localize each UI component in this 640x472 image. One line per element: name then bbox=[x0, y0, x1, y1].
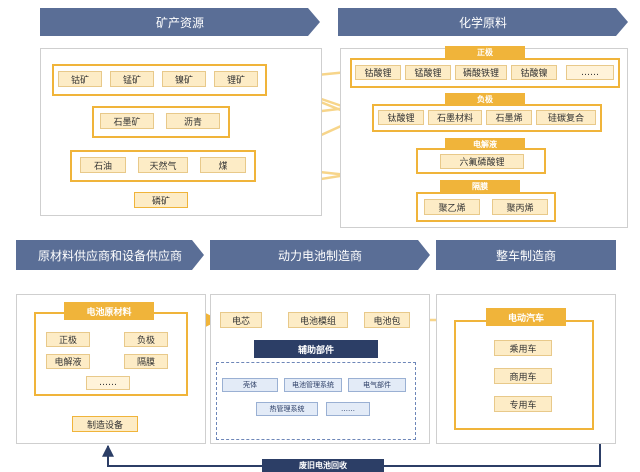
aux-group bbox=[216, 362, 416, 440]
anode-item: 硅碳复合 bbox=[536, 110, 596, 125]
separator-title: 隔膜 bbox=[440, 180, 520, 192]
separator-item: 聚丙烯 bbox=[492, 199, 548, 215]
header-vehicle: 整车制造商 bbox=[436, 240, 616, 270]
mineral-lithium: 锂矿 bbox=[214, 71, 258, 87]
anode-title: 负极 bbox=[445, 93, 525, 105]
mineral-nickel: 镍矿 bbox=[162, 71, 206, 87]
vehicle-item: 专用车 bbox=[494, 396, 552, 412]
material-item: 电解液 bbox=[46, 354, 90, 369]
aux-item: 电池管理系统 bbox=[284, 378, 342, 392]
anode-item: 石墨材料 bbox=[428, 110, 482, 125]
vehicle-item: 商用车 bbox=[494, 368, 552, 384]
header-chemical: 化学原料 bbox=[338, 8, 628, 36]
material-item: 隔膜 bbox=[124, 354, 168, 369]
aux-item: …… bbox=[326, 402, 370, 416]
material-item: 负极 bbox=[124, 332, 168, 347]
aux-item: 电气部件 bbox=[348, 378, 406, 392]
cathode-item: 钴酸锂 bbox=[355, 65, 401, 80]
anode-item: 钛酸锂 bbox=[378, 110, 424, 125]
equipment-box: 制造设备 bbox=[72, 416, 138, 432]
cathode-item: …… bbox=[566, 65, 614, 80]
mineral-oil: 石油 bbox=[80, 157, 126, 173]
separator-group bbox=[416, 192, 556, 222]
materials-title-label: 电池原材料 bbox=[64, 302, 154, 320]
header-supplier: 原材料供应商和设备供应商 bbox=[16, 240, 204, 270]
aux-item: 热管理系统 bbox=[256, 402, 318, 416]
mineral-manganese: 锰矿 bbox=[110, 71, 154, 87]
header-mineral: 矿产资源 bbox=[40, 8, 320, 36]
electrolyte-title: 电解液 bbox=[445, 138, 525, 150]
anode-item: 石墨烯 bbox=[486, 110, 532, 125]
module-box: 电池模组 bbox=[288, 312, 348, 328]
recycle-label: 废旧电池回收 bbox=[262, 459, 384, 472]
cell-box: 电芯 bbox=[220, 312, 262, 328]
cathode-title: 正极 bbox=[445, 46, 525, 58]
separator-item: 聚乙烯 bbox=[424, 199, 480, 215]
vehicle-title: 电动汽车 bbox=[486, 308, 566, 326]
header-battery: 动力电池制造商 bbox=[210, 240, 430, 270]
aux-title: 辅助部件 bbox=[254, 340, 378, 358]
pack-box: 电池包 bbox=[364, 312, 410, 328]
mineral-phosphate: 磷矿 bbox=[134, 192, 188, 208]
mineral-cobalt: 钴矿 bbox=[58, 71, 102, 87]
aux-item: 壳体 bbox=[222, 378, 278, 392]
cathode-item: 磷酸铁锂 bbox=[455, 65, 507, 80]
mineral-gas: 天然气 bbox=[138, 157, 188, 173]
mineral-graphite: 石墨矿 bbox=[100, 113, 154, 129]
vehicle-item: 乘用车 bbox=[494, 340, 552, 356]
material-item: …… bbox=[86, 376, 130, 390]
mineral-coal: 煤 bbox=[200, 157, 246, 173]
mineral-asphalt: 沥青 bbox=[166, 113, 220, 129]
cathode-item: 钴酸镍 bbox=[511, 65, 557, 80]
cathode-item: 锰酸锂 bbox=[405, 65, 451, 80]
material-item: 正极 bbox=[46, 332, 90, 347]
electrolyte-item: 六氟磷酸锂 bbox=[440, 154, 524, 169]
